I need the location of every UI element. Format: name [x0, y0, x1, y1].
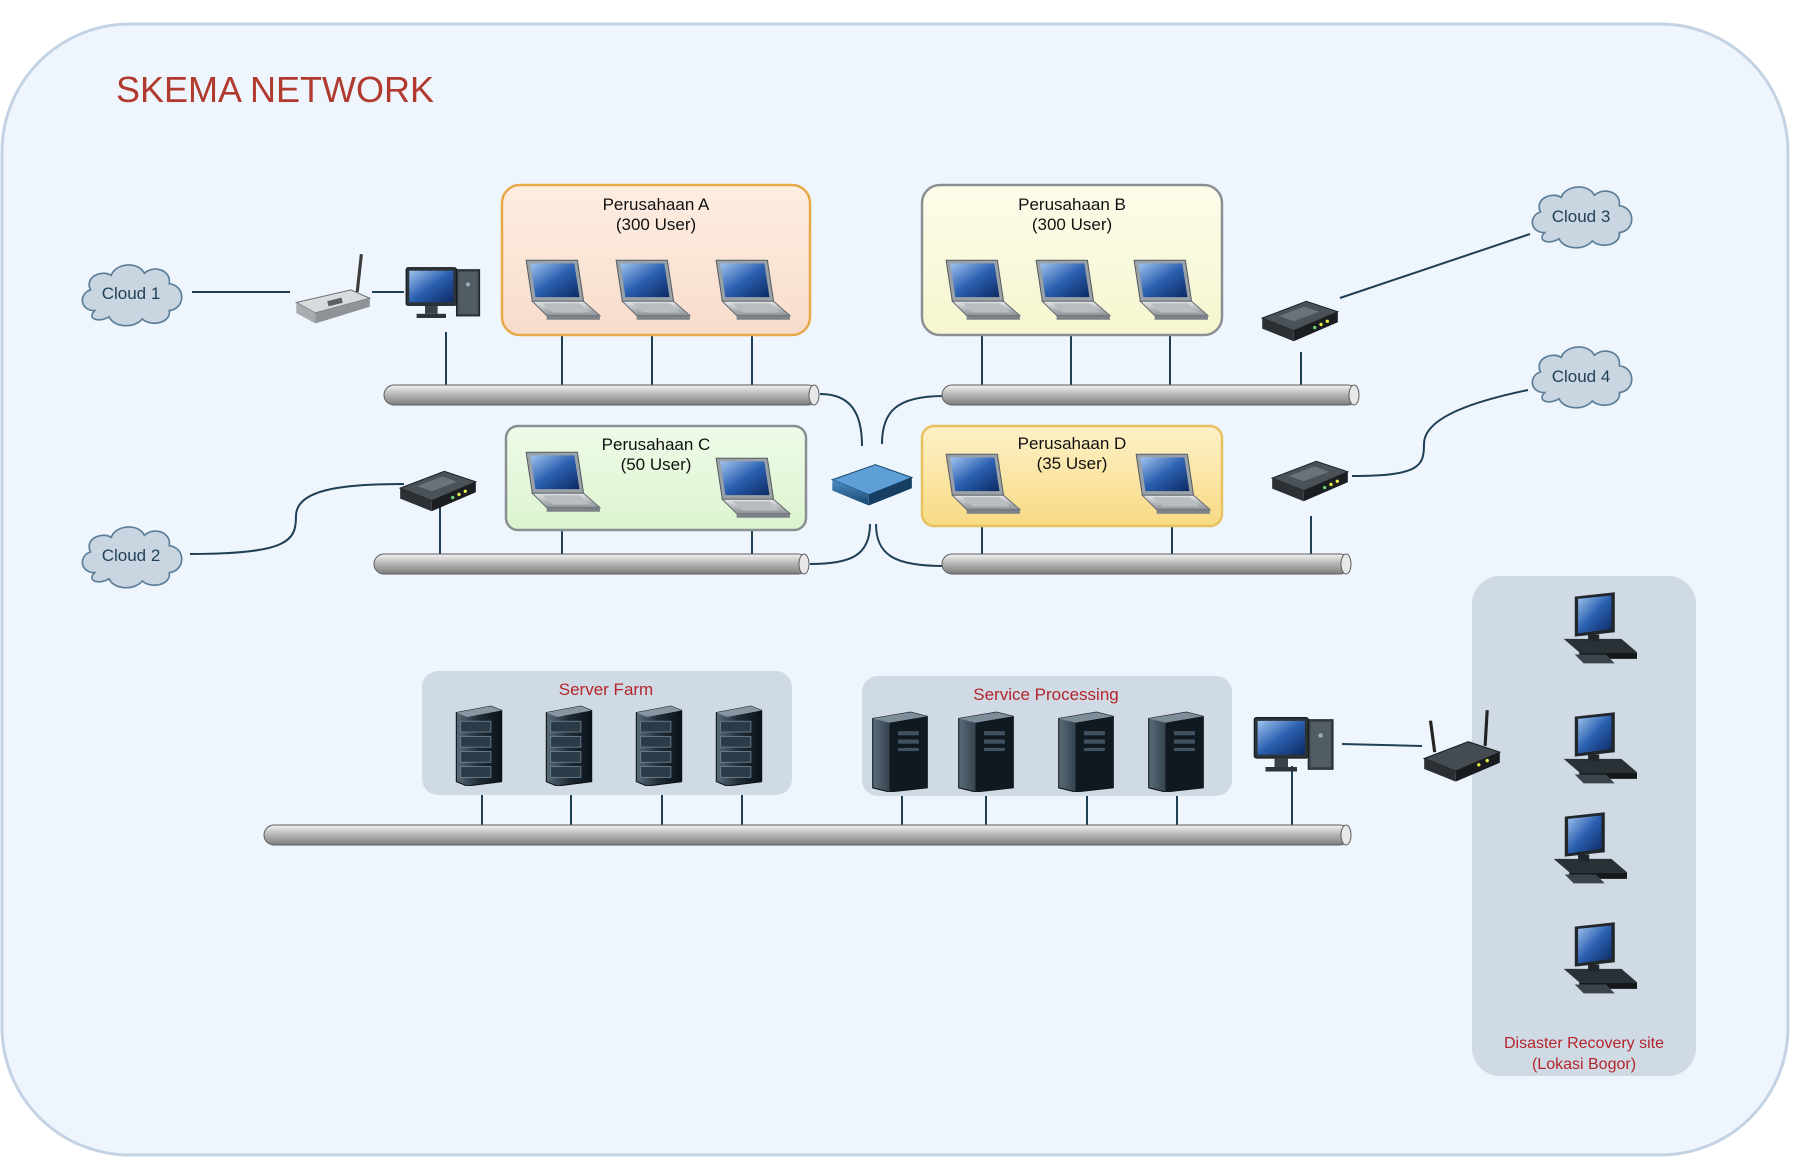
company-users: (35 User)	[1037, 454, 1108, 473]
bus-main	[263, 824, 1352, 846]
bus-a	[383, 384, 820, 406]
bus-c	[373, 553, 810, 575]
dr-site-label-line1: Disaster Recovery site	[1504, 1035, 1664, 1052]
rack-server-icon	[715, 705, 763, 786]
company-name: Perusahaan B	[1018, 195, 1126, 214]
bus-b	[941, 384, 1360, 406]
cloud-2: Cloud 2	[81, 526, 183, 589]
tower-server-icon	[872, 711, 928, 792]
cloud-1: Cloud 1	[81, 264, 183, 327]
server-farm-label: Server Farm	[559, 680, 653, 699]
rack-server-icon	[545, 705, 593, 786]
company-name: Perusahaan C	[602, 435, 711, 454]
cloud-label: Cloud 1	[102, 284, 161, 303]
diagram-background	[0, 22, 1790, 1157]
cloud-label: Cloud 4	[1552, 367, 1611, 386]
dr-site-label-line2: (Lokasi Bogor)	[1532, 1056, 1636, 1073]
company-name: Perusahaan D	[1018, 434, 1127, 453]
company-users: (50 User)	[621, 455, 692, 474]
tower-server-icon	[1148, 711, 1204, 792]
cloud-label: Cloud 2	[102, 546, 161, 565]
cloud-4: Cloud 4	[1531, 346, 1633, 409]
rack-server-icon	[455, 705, 503, 786]
service-processing-group: Service Processing	[862, 676, 1232, 796]
company-users: (300 User)	[1032, 215, 1112, 234]
cloud-3: Cloud 3	[1531, 186, 1633, 249]
tower-server-icon	[958, 711, 1014, 792]
server-farm-group: Server Farm	[422, 671, 792, 795]
bus-cables	[263, 384, 1360, 846]
company-name: Perusahaan A	[603, 195, 710, 214]
company-users: (300 User)	[616, 215, 696, 234]
tower-server-icon	[1058, 711, 1114, 792]
diagram-title: SKEMA NETWORK	[116, 69, 434, 110]
cloud-label: Cloud 3	[1552, 207, 1611, 226]
bus-d	[941, 553, 1352, 575]
service-processing-label: Service Processing	[973, 685, 1119, 704]
rack-server-icon	[635, 705, 683, 786]
